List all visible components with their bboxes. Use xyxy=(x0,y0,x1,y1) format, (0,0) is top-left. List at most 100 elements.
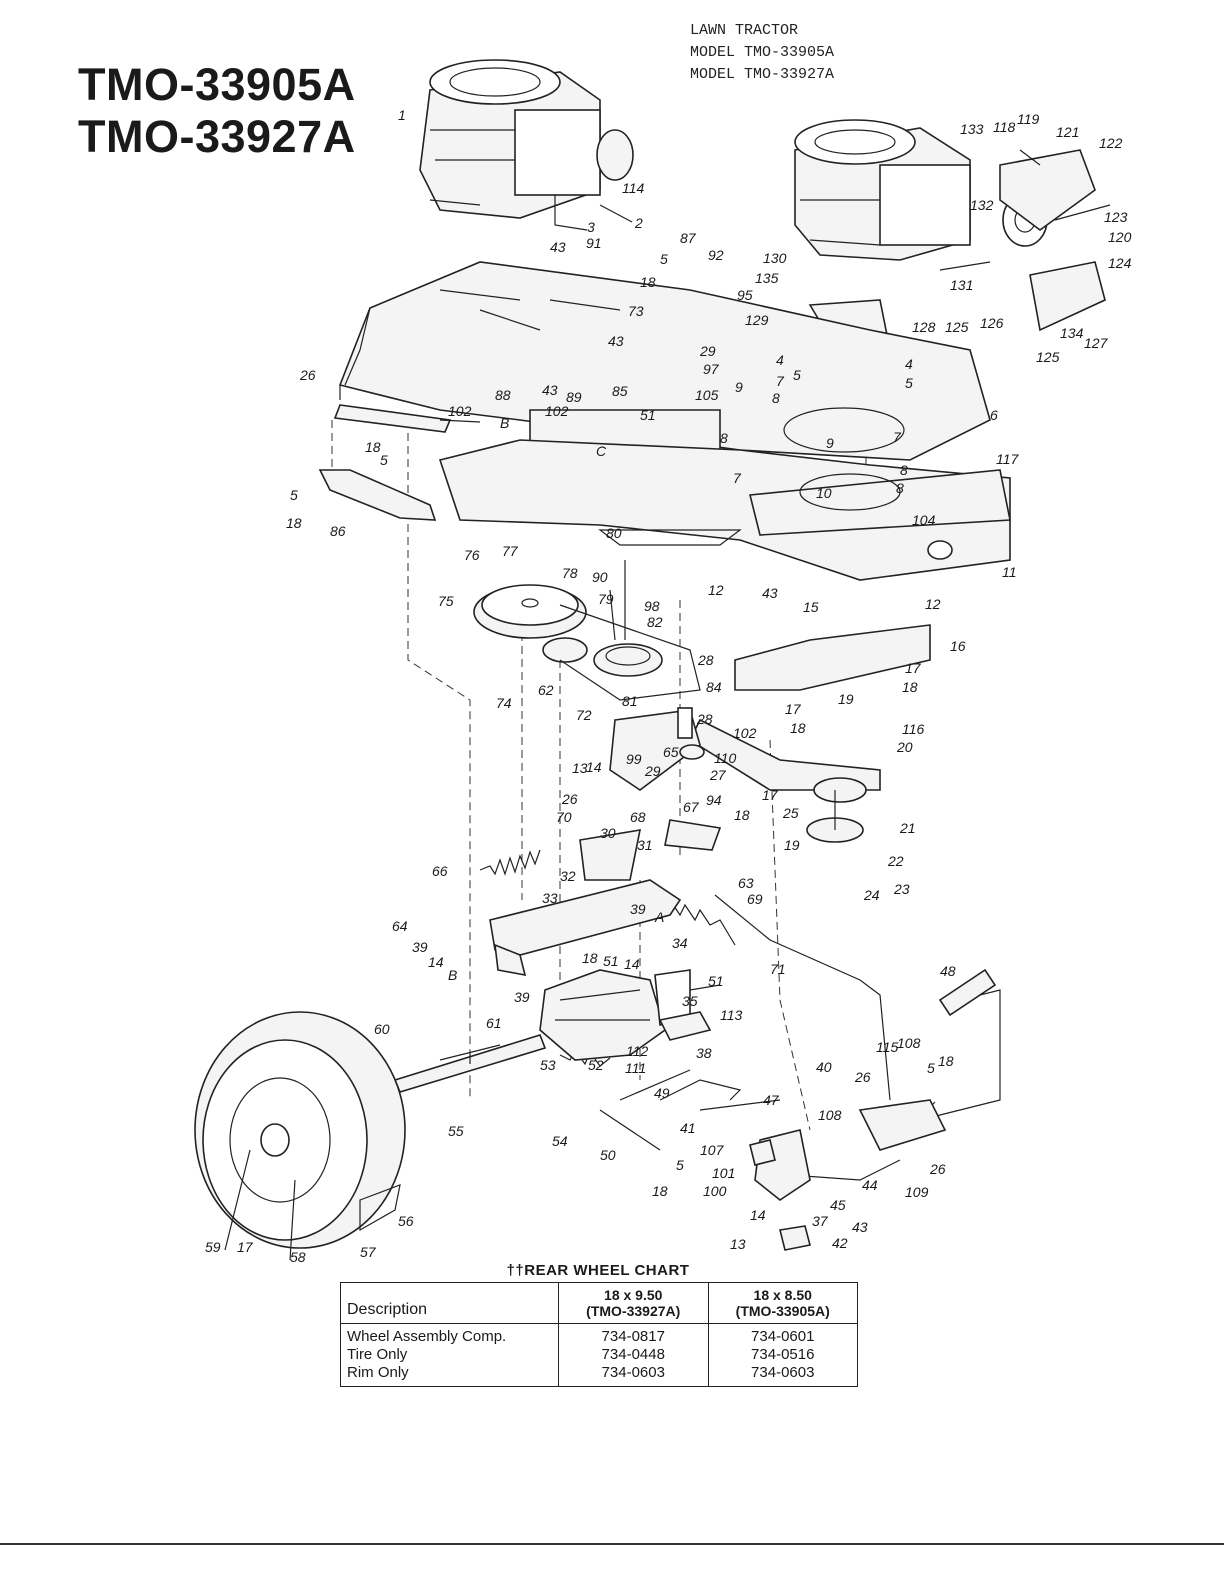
part-callout-14: 14 xyxy=(750,1207,766,1223)
part-callout-18: 18 xyxy=(640,274,656,290)
wheel-chart-col2-values: 734-0601 734-0516 734-0603 xyxy=(707,1323,858,1387)
part-callout-3: 3 xyxy=(587,219,595,235)
part-callout-95: 95 xyxy=(737,287,753,303)
part-callout-64: 64 xyxy=(392,918,408,934)
part-callout-28: 28 xyxy=(697,652,714,668)
part-callout-75: 75 xyxy=(438,593,454,609)
part-callout-115: 115 xyxy=(876,1039,899,1055)
part-callout-119: 119 xyxy=(1017,111,1040,127)
part-callout-43: 43 xyxy=(550,239,566,255)
part-callout-102: 102 xyxy=(448,403,472,419)
part-callout-27: 27 xyxy=(709,767,727,783)
part-callout-111: 111 xyxy=(625,1060,646,1076)
part-callout-5: 5 xyxy=(927,1060,935,1076)
part-callout-18: 18 xyxy=(582,950,598,966)
part-callout-131: 131 xyxy=(950,277,973,293)
transaxle-bracket xyxy=(489,829,682,977)
part-callout-63: 63 xyxy=(738,875,754,891)
part-callout-102: 102 xyxy=(545,403,569,419)
part-callout-18: 18 xyxy=(286,515,302,531)
part-callout-84: 84 xyxy=(706,679,722,695)
part-callout-58: 58 xyxy=(290,1249,306,1265)
part-callout-9: 9 xyxy=(735,379,743,395)
part-callout-89: 89 xyxy=(566,389,582,405)
part-callout-2: 2 xyxy=(634,215,643,231)
part-callout-41: 41 xyxy=(680,1120,696,1136)
part-callout-7: 7 xyxy=(893,429,902,445)
part-callout-18: 18 xyxy=(734,807,750,823)
part-callout-91: 91 xyxy=(586,235,602,251)
part-callout-5: 5 xyxy=(676,1157,684,1173)
part-callout-25: 25 xyxy=(782,805,799,821)
part-callout-14: 14 xyxy=(624,956,640,972)
part-callout-18: 18 xyxy=(365,439,381,455)
part-callout-125: 125 xyxy=(945,319,969,335)
part-callout-8: 8 xyxy=(900,462,908,478)
part-callout-26: 26 xyxy=(854,1069,871,1085)
part-callout-29: 29 xyxy=(699,343,716,359)
part-callout-34: 34 xyxy=(672,935,688,951)
part-callout-43: 43 xyxy=(608,333,624,349)
part-callout-37: 37 xyxy=(812,1213,829,1229)
part-callout-19: 19 xyxy=(838,691,854,707)
part-callout-98: 98 xyxy=(644,598,660,614)
part-callout-61: 61 xyxy=(486,1015,502,1031)
part-callout-42: 42 xyxy=(832,1235,848,1251)
part-callout-68: 68 xyxy=(630,809,646,825)
part-callout-B: B xyxy=(448,967,457,983)
part-callout-13: 13 xyxy=(572,760,588,776)
part-callout-100: 100 xyxy=(703,1183,727,1199)
part-callout-18: 18 xyxy=(938,1053,954,1069)
part-callout-121: 121 xyxy=(1056,124,1079,140)
part-callout-12: 12 xyxy=(925,596,941,612)
part-callout-12: 12 xyxy=(708,582,724,598)
part-callout-1: 1 xyxy=(398,107,406,123)
part-callout-39: 39 xyxy=(412,939,428,955)
part-callout-120: 120 xyxy=(1108,229,1132,245)
header-line-3: MODEL TMO-33927A xyxy=(690,66,835,83)
part-callout-57: 57 xyxy=(360,1244,377,1260)
part-callout-112: 112 xyxy=(626,1043,649,1059)
wheel-chart-header-row: Description 18 x 9.50 (TMO-33927A) 18 x … xyxy=(340,1282,858,1324)
wheel-chart-description-header: Description xyxy=(340,1282,559,1324)
col2-size: 18 x 8.50 xyxy=(753,1287,812,1303)
part-callout-67: 67 xyxy=(683,799,700,815)
transaxle xyxy=(539,969,721,1061)
part-callout-126: 126 xyxy=(980,315,1004,331)
part-callout-52: 52 xyxy=(588,1057,604,1073)
part-callout-80: 80 xyxy=(606,525,622,541)
model-title-2: TMO-33927A xyxy=(78,111,356,162)
wheel-chart-descriptions: Wheel Assembly Comp. Tire Only Rim Only xyxy=(340,1323,559,1387)
page-bottom-rule xyxy=(0,1543,1224,1545)
part-callout-79: 79 xyxy=(598,591,614,607)
part-callout-123: 123 xyxy=(1104,209,1128,225)
part-callout-118: 118 xyxy=(993,119,1016,135)
idler-and-linkage xyxy=(609,624,931,851)
part-callout-18: 18 xyxy=(902,679,918,695)
header-line-1: LAWN TRACTOR xyxy=(690,22,799,39)
part-callout-32: 32 xyxy=(560,868,576,884)
part-callout-8: 8 xyxy=(772,390,780,406)
part-callout-86: 86 xyxy=(330,523,346,539)
part-callout-15: 15 xyxy=(803,599,819,615)
part-callout-99: 99 xyxy=(626,751,642,767)
part-callout-129: 129 xyxy=(745,312,769,328)
part-callout-31: 31 xyxy=(637,837,653,853)
part-callout-117: 117 xyxy=(996,451,1020,467)
part-callout-125: 125 xyxy=(1036,349,1060,365)
part-callout-9: 9 xyxy=(826,435,834,451)
drive-cable xyxy=(714,894,891,1101)
part-callout-82: 82 xyxy=(647,614,663,630)
model-title-1: TMO-33905A xyxy=(78,59,356,110)
part-callout-26: 26 xyxy=(929,1161,946,1177)
part-callout-130: 130 xyxy=(763,250,787,266)
part-callout-62: 62 xyxy=(538,682,554,698)
part-callout-122: 122 xyxy=(1099,135,1123,151)
part-callout-45: 45 xyxy=(830,1197,846,1213)
part-callout-23: 23 xyxy=(893,881,910,897)
col2-model: (TMO-33905A) xyxy=(735,1303,830,1319)
part-callout-22: 22 xyxy=(887,853,904,869)
part-callout-17: 17 xyxy=(785,701,802,717)
col1-model: (TMO-33927A) xyxy=(586,1303,681,1319)
part-callout-50: 50 xyxy=(600,1147,616,1163)
